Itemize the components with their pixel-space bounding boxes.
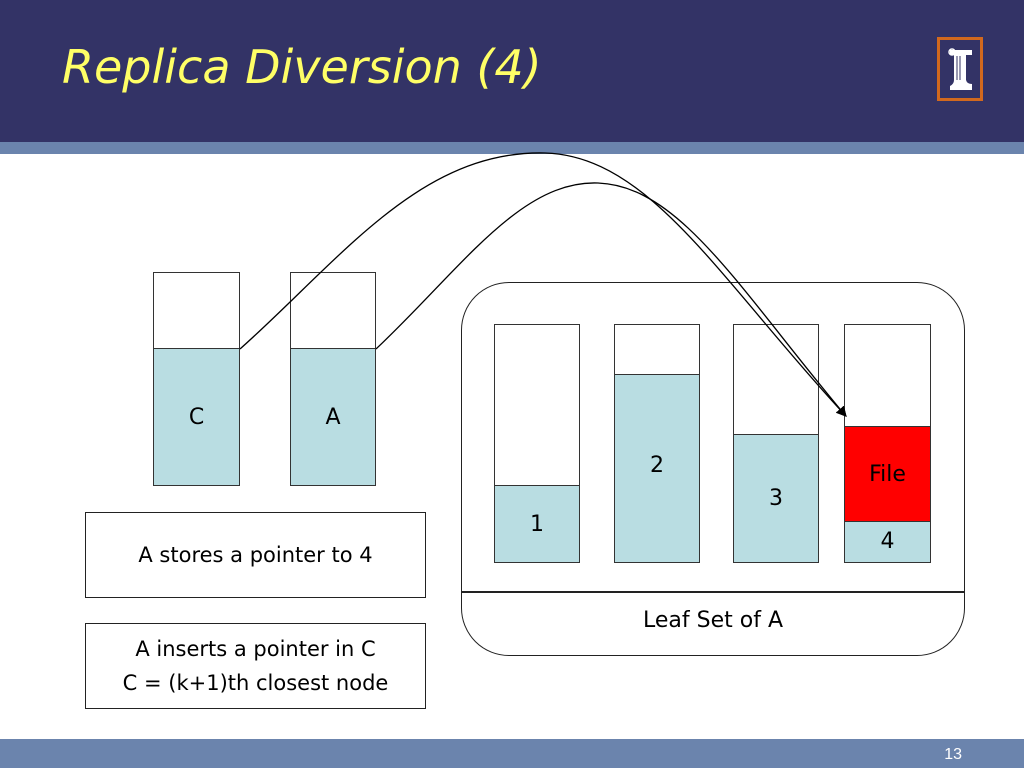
arrow-a-to-4 <box>375 182 847 417</box>
leaf-set-box <box>461 282 965 656</box>
leaf-node-4: 4 File <box>844 324 931 563</box>
leaf-node-1-fill: 1 <box>495 485 579 562</box>
node-a-label: A <box>325 404 341 430</box>
footer-bar <box>0 739 1024 768</box>
leaf-node-3-label: 3 <box>769 486 783 511</box>
arrow-c-to-4 <box>239 152 847 417</box>
note-line: A stores a pointer to 4 <box>138 543 373 567</box>
leaf-node-2-fill: 2 <box>615 374 699 562</box>
leaf-node-2-label: 2 <box>650 453 664 478</box>
illinois-logo-icon <box>937 37 983 101</box>
page-number: 13 <box>944 746 962 763</box>
node-c: C <box>153 272 240 486</box>
slide-title: Replica Diversion (4) <box>62 40 542 94</box>
node-c-label: C <box>188 404 205 430</box>
file-block: File <box>845 426 930 522</box>
node-a: A <box>290 272 376 486</box>
leaf-node-3-fill: 3 <box>734 434 818 562</box>
leaf-set-label: Leaf Set of A <box>643 608 783 633</box>
leaf-node-4-label: 4 <box>880 529 895 554</box>
title-bar <box>0 0 1024 142</box>
leaf-node-3: 3 <box>733 324 819 563</box>
leaf-node-1-label: 1 <box>530 511 544 537</box>
leaf-node-4-fill: 4 <box>845 520 930 562</box>
header-stripe <box>0 142 1024 154</box>
note-line: C = (k+1)th closest node <box>122 671 389 695</box>
note-stores-pointer: A stores a pointer to 4 <box>85 512 426 598</box>
file-label: File <box>869 461 906 487</box>
leaf-node-2: 2 <box>614 324 700 563</box>
note-line: A inserts a pointer in C <box>135 637 376 661</box>
note-inserts-pointer: A inserts a pointer in C C = (k+1)th clo… <box>85 623 426 709</box>
leaf-node-1: 1 <box>494 324 580 563</box>
leaf-set-divider <box>461 591 965 593</box>
node-c-fill: C <box>154 348 239 485</box>
node-a-fill: A <box>291 348 375 485</box>
